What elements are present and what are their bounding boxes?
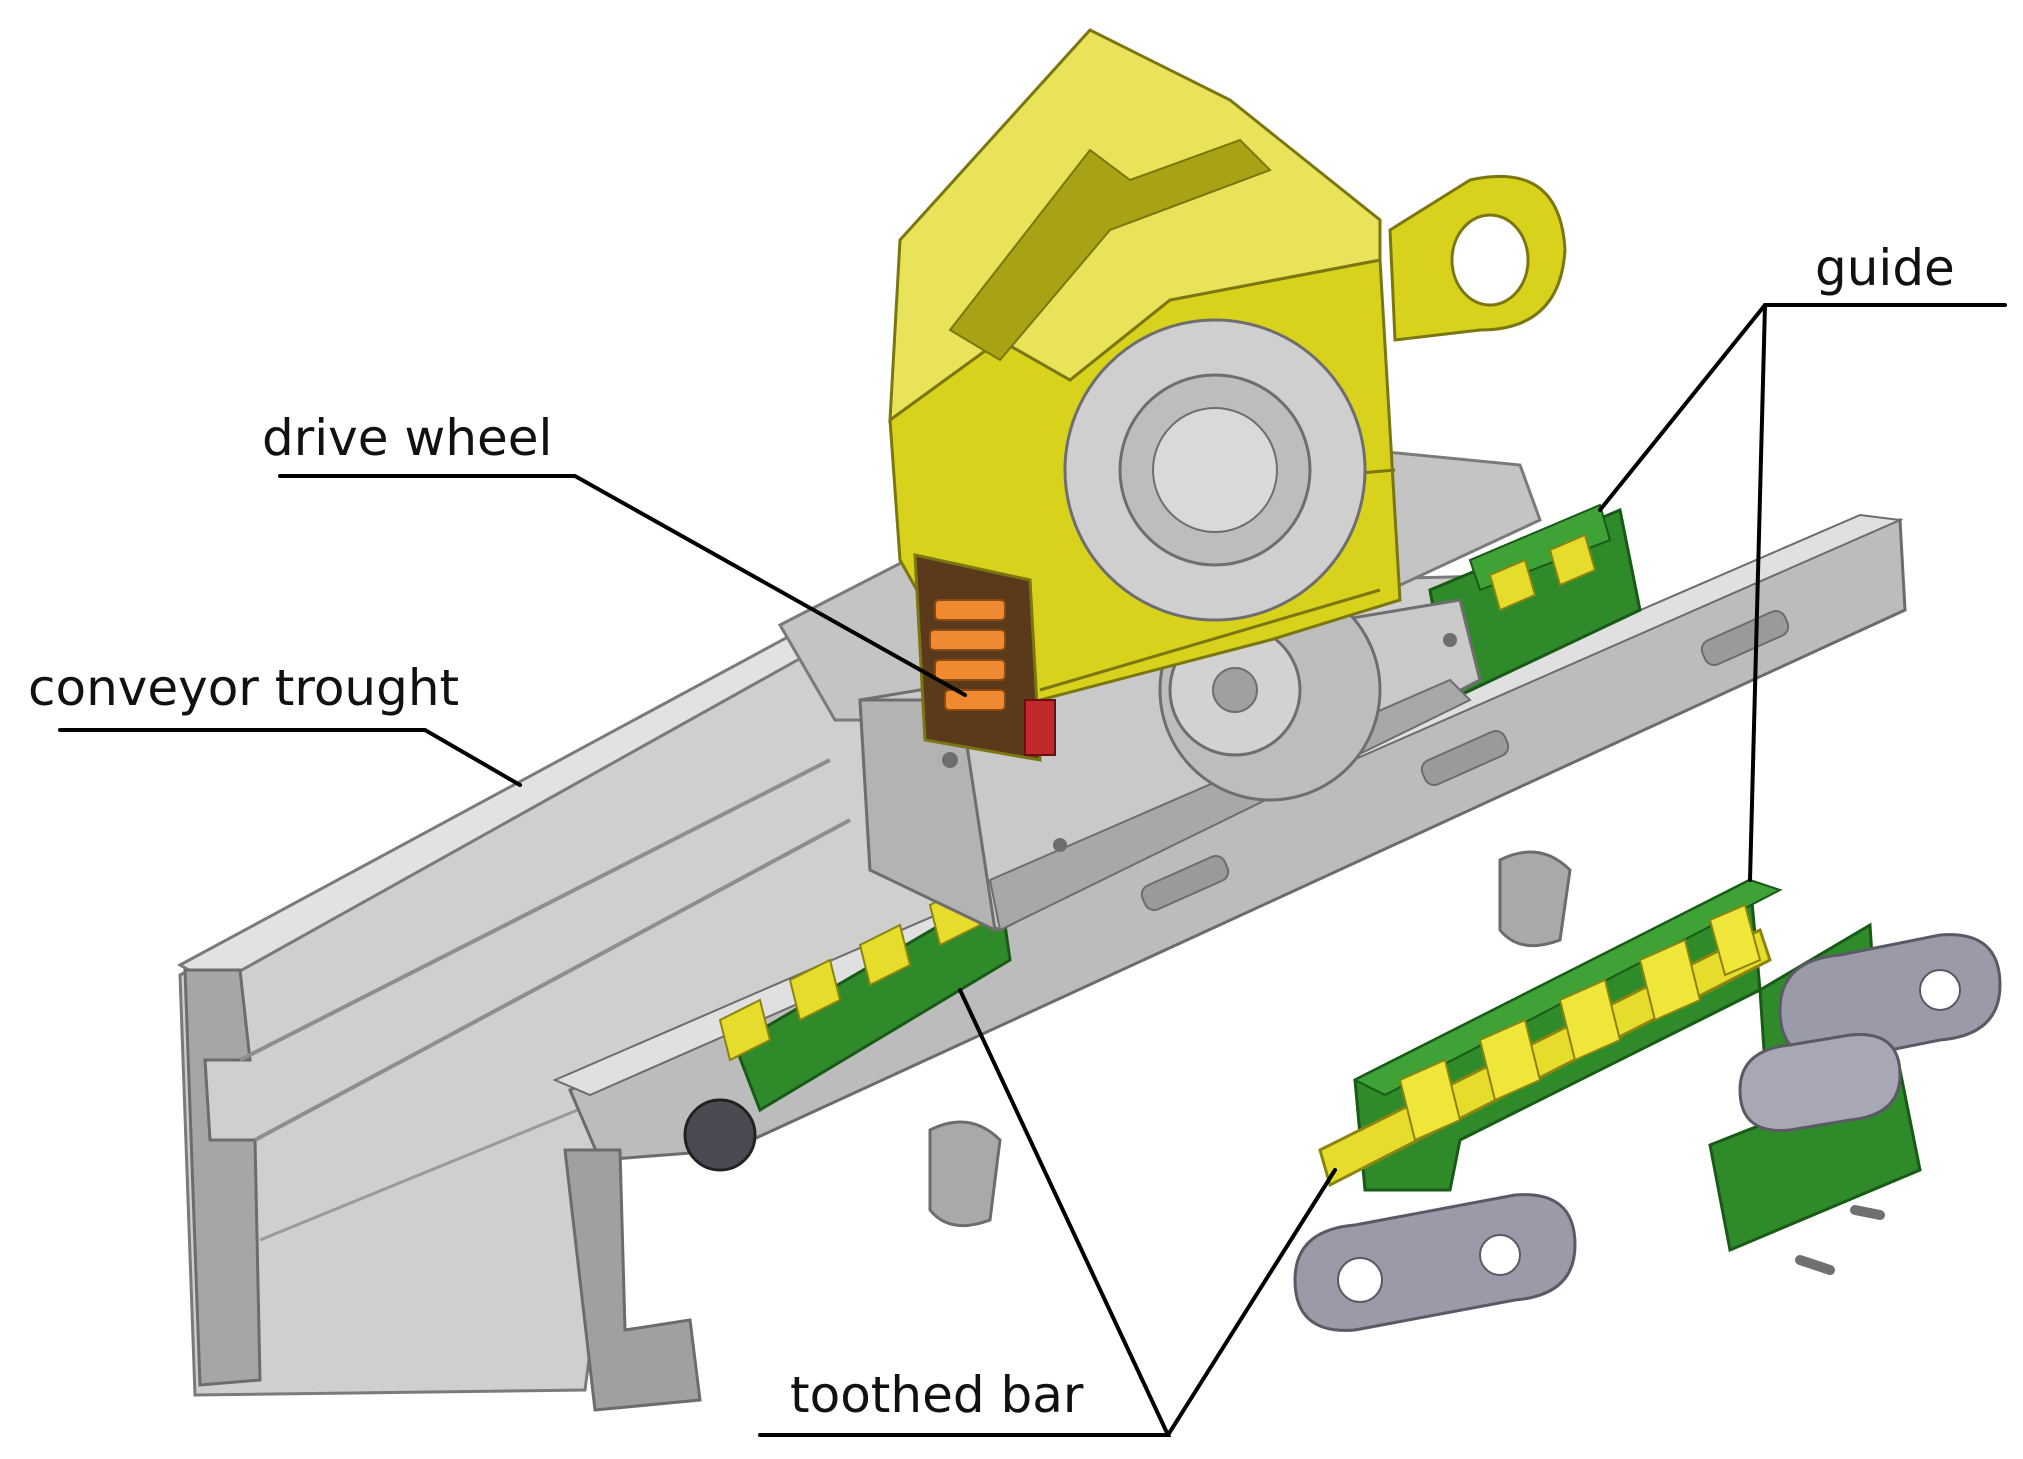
bolt-hole [1053,838,1067,852]
side-wall-slot [1420,730,1510,786]
gear-tooth [929,629,1006,651]
trough-groove [239,758,831,1062]
screw [1850,1205,1885,1220]
trough-left-profile [183,968,262,1387]
chain-link-hole [1479,1234,1521,1276]
labels: drive wheel conveyor trought guide tooth… [28,239,1955,1424]
tooth [1558,978,1622,1062]
tooth [1548,533,1597,587]
tooth [718,998,772,1062]
chain-link [1738,1033,1902,1132]
tooth [1488,558,1537,612]
chain-link [1293,1193,1577,1332]
tooth [1708,903,1762,977]
exploded-guide-top [1352,878,1783,1097]
exploded-toothed-bar [1318,927,1772,1188]
trough-foot [1498,850,1572,948]
chain-link-dark [683,1098,757,1172]
bolt-hole [942,752,958,768]
label-conveyor-trought: conveyor trought [28,659,459,717]
housing-seam [1039,588,1381,692]
label-toothed-bar: toothed bar [790,1366,1084,1424]
leader-guide-1 [1598,303,2007,512]
tooth [1478,1018,1542,1102]
mounted-toothed-bar [718,533,1597,1062]
gear-tooth [934,599,1006,621]
side-wall-slot [1700,610,1790,666]
trough-foot [928,1120,1002,1228]
leader-conveyor-trought [58,728,522,787]
tooth [1638,938,1702,1022]
gear-shaft-red [1024,699,1056,756]
drive-housing [888,28,1567,762]
gear-tooth [944,689,1006,711]
chain-link-hole [1919,969,1961,1011]
mounted-guide-rail [683,503,1642,1172]
exploded-guide [1293,877,2002,1332]
exploded-toothed-bar-teeth [1398,903,1762,1142]
leader-guide-2 [1748,303,1767,882]
trough-groove [254,818,851,1142]
side-wall-slot [1140,855,1230,911]
screw [1795,1255,1835,1275]
tooth [858,923,912,987]
tooth [1398,1058,1462,1142]
tooth [788,958,842,1022]
gear-tooth [934,659,1006,681]
leader-toothed-bar-2 [1166,1168,1337,1437]
leader-drive-wheel [278,474,967,697]
housing-gear-window [913,553,1042,762]
drive-wheel-hub [1152,407,1278,533]
lower-wheel-hub [1212,667,1258,713]
housing-top-slot [948,138,1272,362]
leader-lines [58,303,2007,1437]
label-drive-wheel: drive wheel [262,409,552,467]
lifting-ear-hole [1450,213,1530,307]
drive-gear [929,599,1006,711]
chain-link-hole [1337,1257,1383,1303]
trough-front-profile [563,1148,702,1412]
label-guide: guide [1815,239,1955,297]
bolt-hole [1443,633,1457,647]
